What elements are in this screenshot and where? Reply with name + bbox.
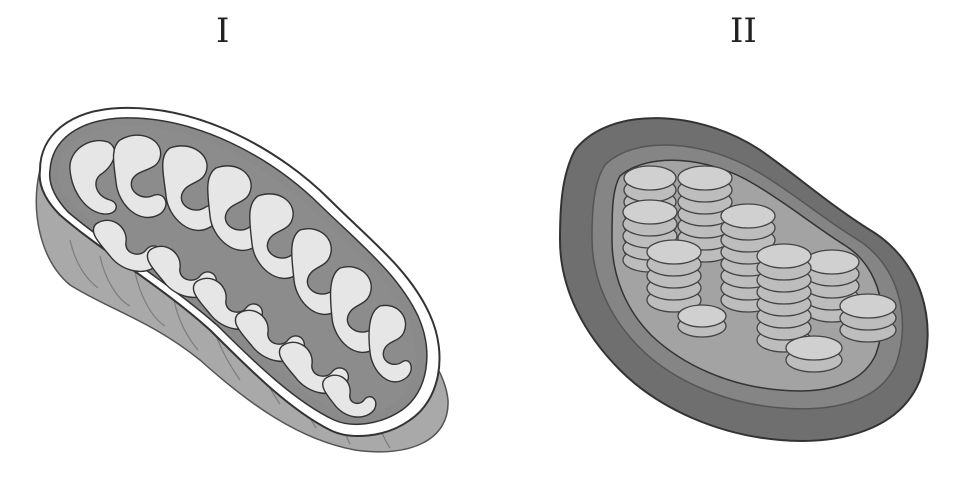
granum-9 bbox=[678, 305, 726, 337]
granum-5 bbox=[647, 240, 701, 312]
granum-7 bbox=[757, 244, 811, 352]
granum-8 bbox=[840, 294, 896, 342]
mitochondrion bbox=[36, 108, 448, 452]
chloroplast bbox=[560, 118, 928, 441]
granum-10 bbox=[786, 336, 842, 372]
